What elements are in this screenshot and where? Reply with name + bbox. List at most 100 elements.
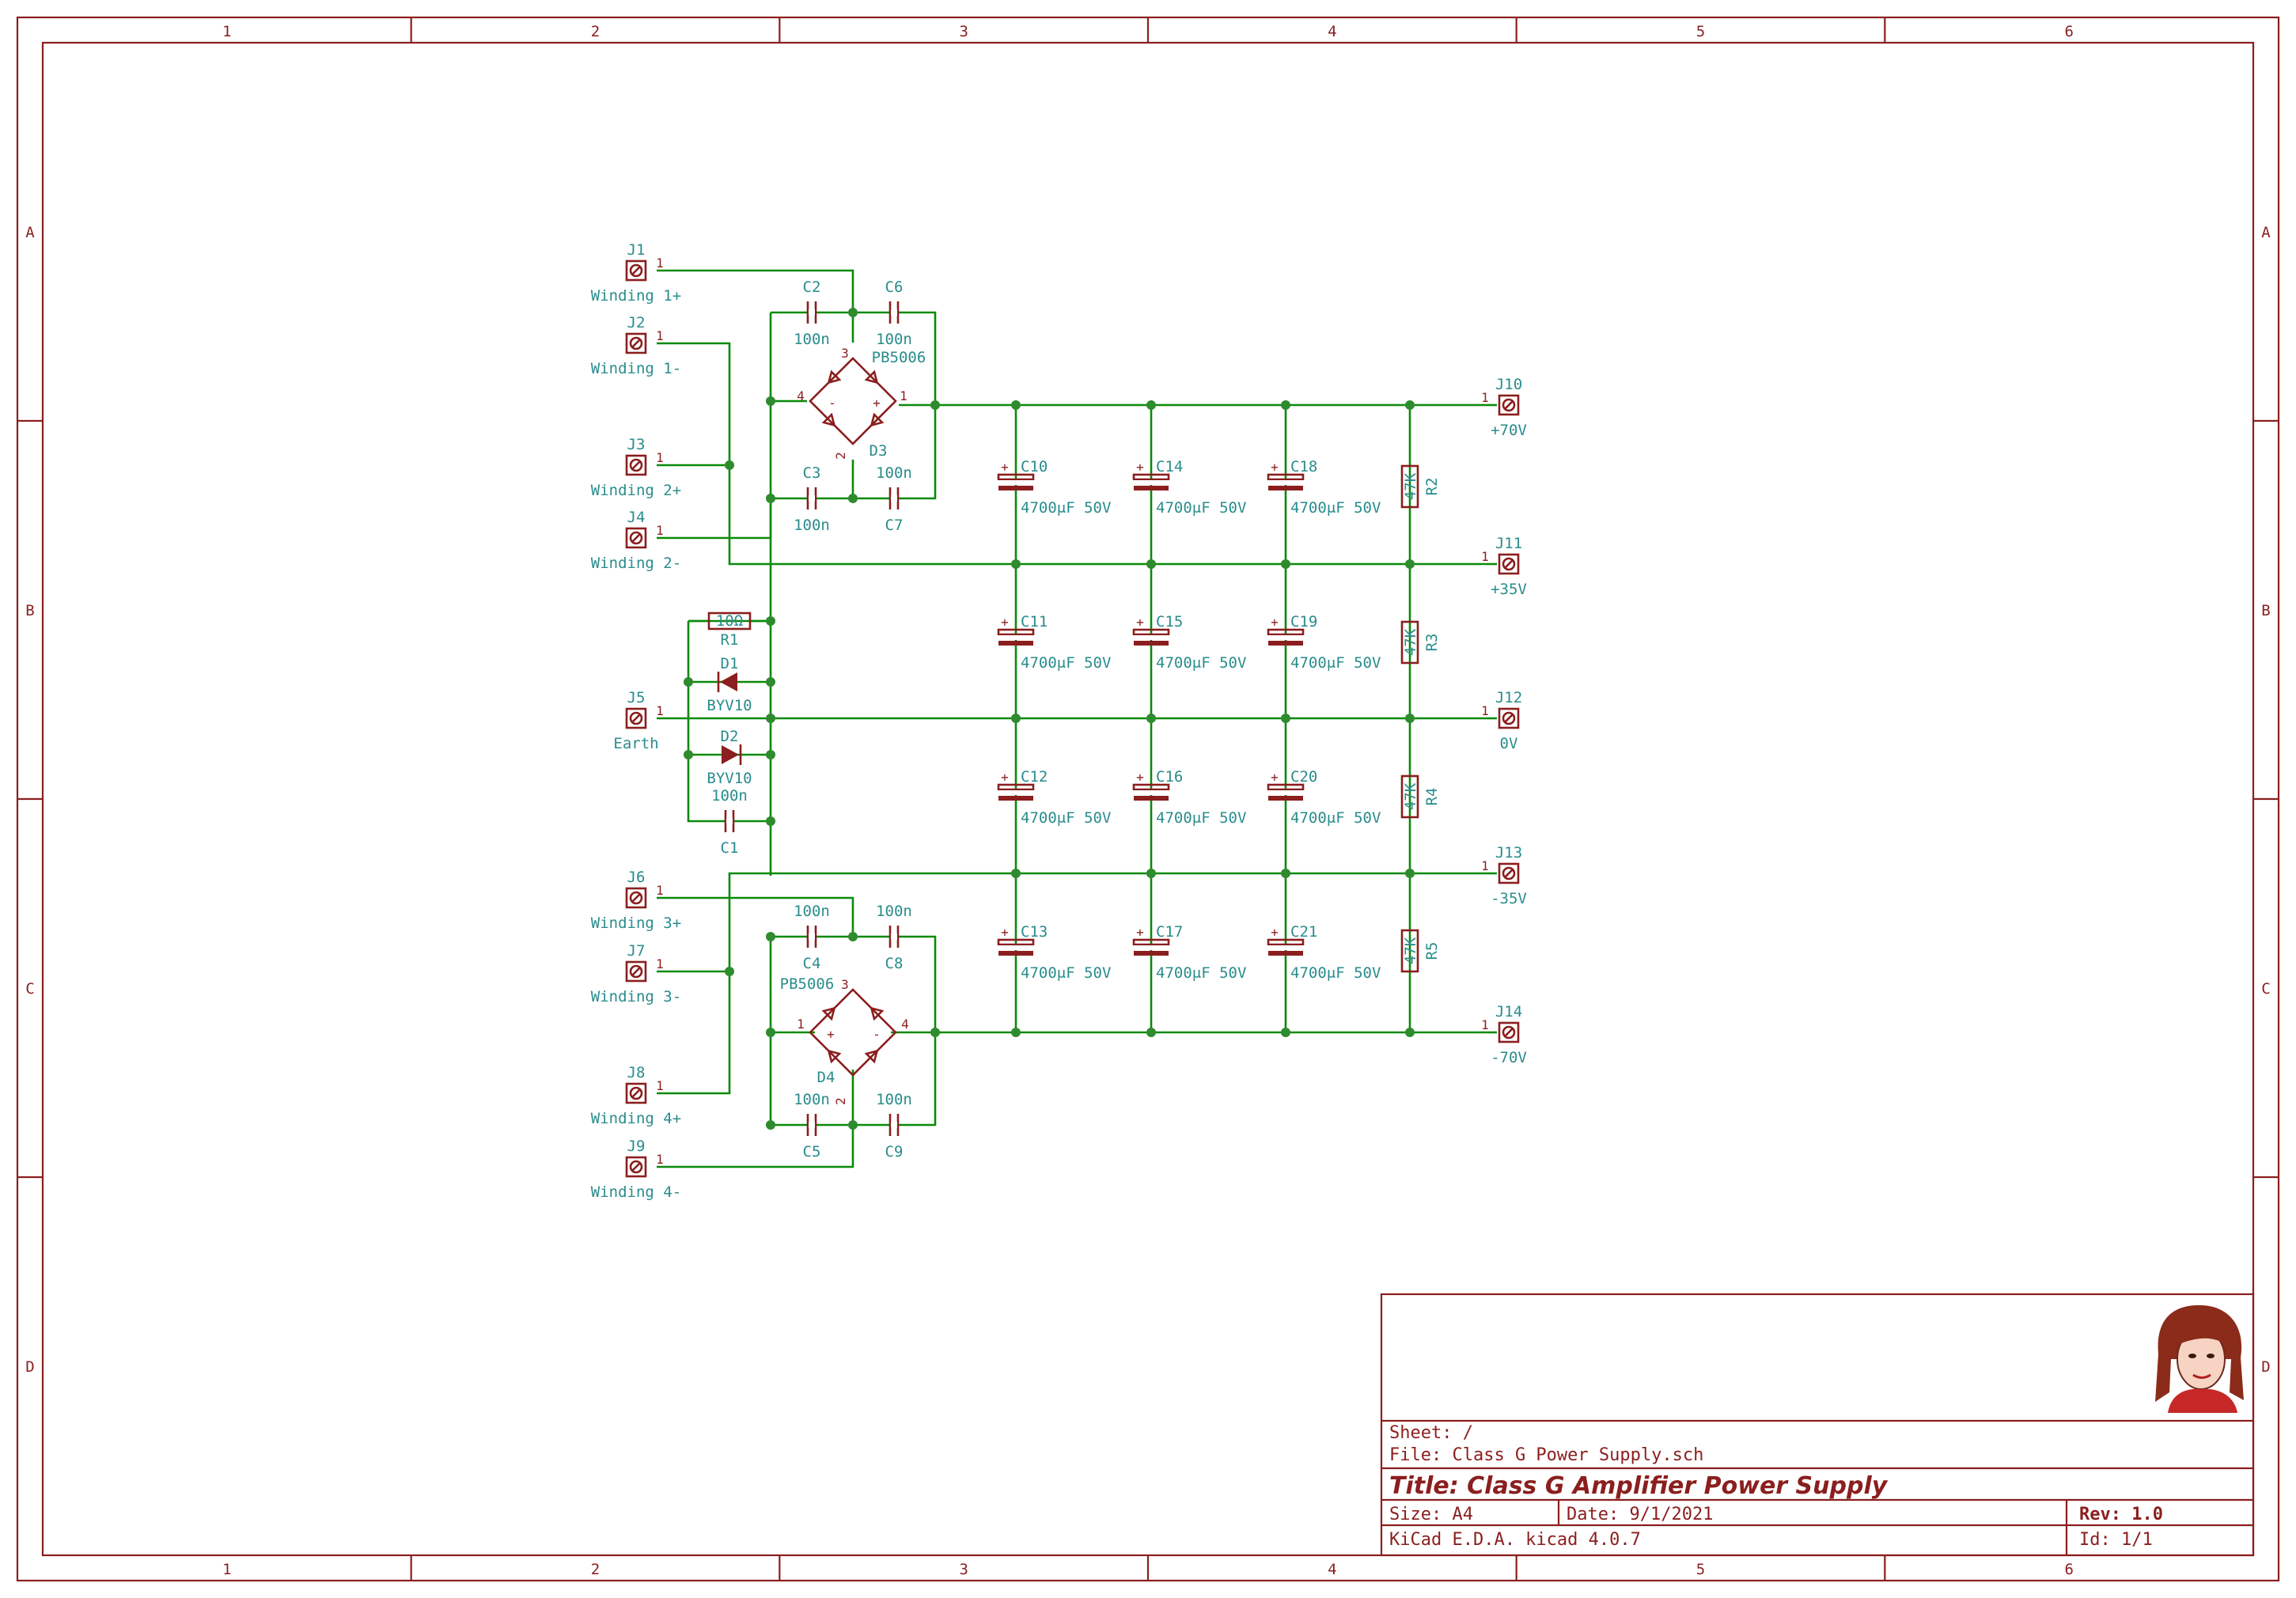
bridge-d3-pin-1: 1 <box>900 388 907 403</box>
screw-slot <box>1504 714 1514 723</box>
capacitor-c13-polarity: + <box>1001 925 1009 940</box>
junction-dot <box>1011 869 1021 878</box>
capacitor-plate <box>1267 473 1305 481</box>
capacitor-c3-value: 100n <box>794 517 830 534</box>
capacitor-plate <box>998 951 1033 956</box>
screw-terminal-icon <box>1498 394 1520 416</box>
column-label-top: 1 <box>222 23 231 40</box>
capacitor-c9-value: 100n <box>876 1091 912 1108</box>
wire <box>771 1032 937 1127</box>
capacitor-gap <box>997 790 1035 795</box>
diode-d1-ref: D1 <box>721 655 739 672</box>
capacitor-c8-value: 100n <box>876 903 912 920</box>
column-label-top: 2 <box>591 23 600 40</box>
output-terminal-j14-ref: J14 <box>1495 1003 1522 1021</box>
capacitor-c16-ref: C16 <box>1156 768 1183 786</box>
capacitor-c12-ref: C12 <box>1021 768 1048 786</box>
bridge-d4-minus: - <box>873 1027 881 1042</box>
output-terminal-j10-pin: 1 <box>1481 390 1489 405</box>
bridge-d3-ref: D3 <box>870 442 888 460</box>
capacitor-gap <box>1267 790 1305 795</box>
resistor-r5-ref: R5 <box>1423 942 1441 960</box>
row-label-left: A <box>25 224 35 241</box>
resistor-r2 <box>1400 464 1419 509</box>
column-label-bottom: 5 <box>1696 1561 1705 1578</box>
input-terminal-j2-pin: 1 <box>656 328 664 343</box>
capacitor-plate <box>1134 486 1169 490</box>
screw-slot <box>1504 400 1514 410</box>
junction-dot <box>766 677 775 687</box>
row-label-right: A <box>2261 224 2271 241</box>
junction-dot <box>1146 400 1156 410</box>
column-label-bottom: 4 <box>1328 1561 1336 1578</box>
screw-slot <box>1504 869 1514 878</box>
bridge-d4-pin-1: 1 <box>797 1017 805 1032</box>
junction-dot <box>1405 714 1415 723</box>
diode-icon <box>870 1006 885 1021</box>
screw-slot <box>631 1162 641 1172</box>
capacitor-c5-ref: C5 <box>803 1143 821 1161</box>
input-terminal-j8-ref: J8 <box>627 1064 646 1081</box>
capacitor-c9-ref: C9 <box>885 1143 904 1161</box>
capacitor-gap <box>1132 480 1170 485</box>
screw-terminal-icon <box>1498 862 1520 884</box>
row-label-left: B <box>25 602 34 619</box>
wire <box>657 896 854 937</box>
resistor-r1-value: 10Ω <box>716 612 743 630</box>
junction-dot <box>725 967 734 976</box>
column-label-bottom: 1 <box>222 1561 231 1578</box>
screw-terminal-icon <box>1502 866 1516 880</box>
capacitor-c12-value: 4700μF 50V <box>1021 809 1111 827</box>
capacitor-c18-polarity: + <box>1271 460 1279 475</box>
row-label-right: C <box>2261 980 2270 998</box>
junction-dot <box>848 494 858 503</box>
resistor-r5-value: 47K <box>1402 937 1419 964</box>
wire <box>771 405 937 500</box>
capacitor-c1-ref: C1 <box>721 839 739 857</box>
capacitor-c16-value: 4700μF 50V <box>1156 809 1246 827</box>
title-block-id: Id: 1/1 <box>2079 1530 2153 1550</box>
junction-dot <box>766 816 775 826</box>
resistor-r2-ref: R2 <box>1423 478 1441 496</box>
output-terminal-j10-label: +70V <box>1491 422 1527 439</box>
row-label-left: D <box>25 1358 34 1376</box>
wire <box>687 621 771 823</box>
capacitor-gap <box>809 495 815 502</box>
input-terminal-j1-label: Winding 1+ <box>591 287 681 305</box>
column-label-bottom: 6 <box>2064 1561 2073 1578</box>
capacitor-c13-ref: C13 <box>1021 923 1048 941</box>
title-block-title: Title: Class G Amplifier Power Supply <box>1389 1472 1889 1500</box>
capacitor-plate <box>1268 951 1303 956</box>
resistor-r3-value: 47K <box>1402 628 1419 656</box>
resistor-r5 <box>1400 929 1419 973</box>
screw-terminal-icon <box>625 527 647 549</box>
diode-icon <box>864 1049 879 1064</box>
output-terminal-j11-label: +35V <box>1491 581 1527 598</box>
screw-terminal-icon <box>625 1156 647 1178</box>
junction-dot <box>930 1028 940 1037</box>
capacitor-c10-ref: C10 <box>1021 458 1048 475</box>
capacitor-plate <box>1268 796 1303 801</box>
input-terminal-j4-pin: 1 <box>656 523 664 538</box>
screw-terminal-icon <box>625 454 647 476</box>
junction-dot <box>1281 869 1290 878</box>
junction-dot <box>848 308 858 317</box>
title-block-tool: KiCad E.D.A. kicad 4.0.7 <box>1389 1530 1641 1550</box>
capacitor-gap <box>1132 635 1170 640</box>
bridge-d3-pin-4: 4 <box>797 388 805 403</box>
wire <box>657 872 1487 973</box>
bridge-d4-plus: + <box>827 1027 835 1042</box>
input-terminal-j9-pin: 1 <box>656 1152 664 1167</box>
junction-dot <box>1011 559 1021 569</box>
screw-terminal-icon <box>1498 1021 1520 1043</box>
capacitor-c10-polarity: + <box>1001 460 1009 475</box>
capacitor-c11-value: 4700μF 50V <box>1021 654 1111 672</box>
input-terminal-j8-label: Winding 4+ <box>591 1110 681 1127</box>
bridge-d4-ref: D4 <box>817 1069 835 1086</box>
junction-dot <box>1011 400 1021 410</box>
junction-dot <box>1405 869 1415 878</box>
screw-slot <box>631 893 641 903</box>
junction-dot <box>766 616 775 626</box>
capacitor-c6-ref: C6 <box>885 278 904 296</box>
